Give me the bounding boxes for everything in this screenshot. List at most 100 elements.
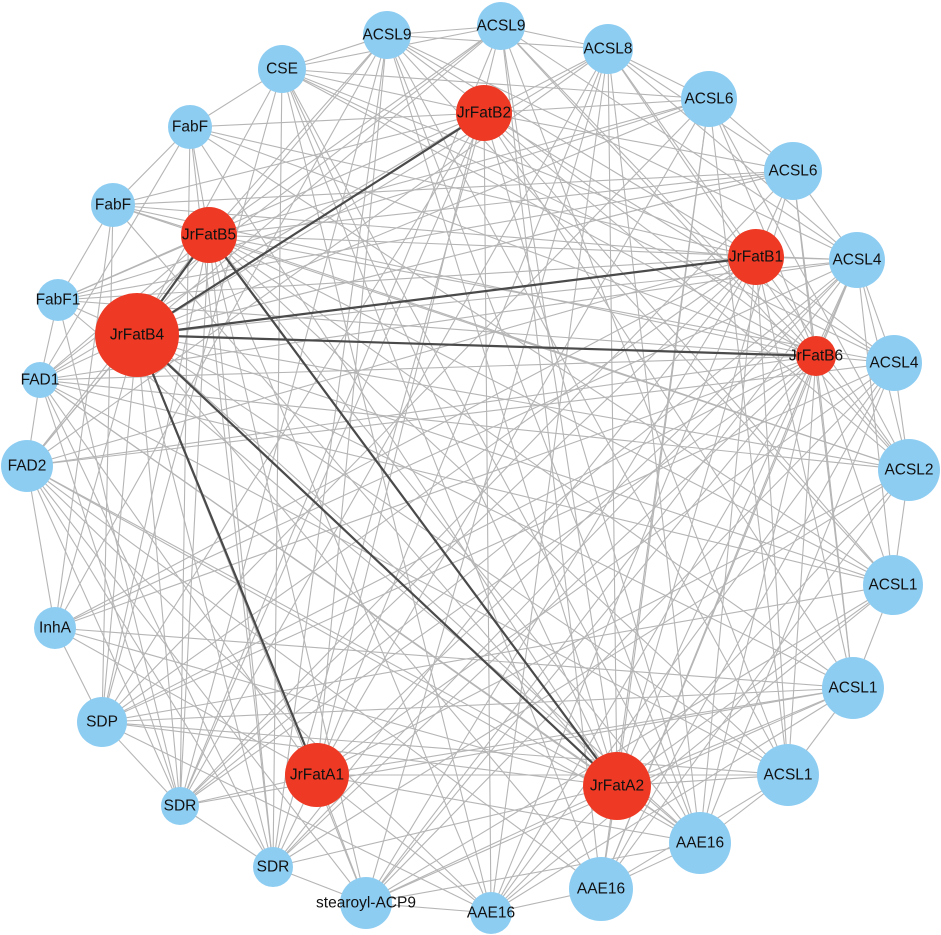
network-edge bbox=[483, 112, 894, 586]
network-edge bbox=[39, 379, 274, 868]
network-edge bbox=[57, 299, 817, 357]
node-label: ACSL8 bbox=[583, 41, 632, 58]
network-edge bbox=[101, 256, 757, 723]
node-label: AAE16 bbox=[467, 905, 515, 922]
network-edge bbox=[500, 25, 910, 471]
network-edge bbox=[208, 234, 894, 586]
network-edge bbox=[101, 687, 854, 723]
network-edge bbox=[39, 379, 894, 586]
node-circle bbox=[456, 85, 512, 141]
node-circle bbox=[477, 2, 525, 50]
network-edge bbox=[500, 25, 618, 787]
gene-node: ACSL4 bbox=[829, 232, 885, 288]
network-edge bbox=[136, 334, 274, 868]
network-edge bbox=[272, 34, 388, 868]
node-label: JrFatB4 bbox=[110, 327, 165, 344]
node-circle bbox=[77, 697, 127, 747]
node-circle bbox=[22, 362, 58, 398]
network-edge bbox=[136, 334, 894, 586]
hub-edge bbox=[136, 333, 817, 358]
node-circle bbox=[91, 183, 135, 227]
network-edge bbox=[365, 842, 701, 904]
gene-node: SDP bbox=[77, 697, 127, 747]
network-edge bbox=[179, 170, 794, 807]
network-edge bbox=[365, 362, 895, 904]
network-edge bbox=[179, 112, 485, 807]
network-edge bbox=[365, 584, 894, 904]
network-edge bbox=[101, 355, 817, 723]
network-edge bbox=[281, 68, 485, 114]
node-label: JrFatB5 bbox=[182, 227, 236, 244]
network-edge bbox=[755, 256, 789, 776]
node-circle bbox=[669, 812, 731, 874]
network-edge bbox=[792, 170, 854, 689]
node-label: JrFatA1 bbox=[290, 767, 344, 784]
network-edge bbox=[179, 25, 502, 807]
gene-node: stearoyl-ACP9 bbox=[316, 877, 416, 929]
gene-node: AAE16 bbox=[467, 892, 515, 934]
hub-node: JrFatB1 bbox=[728, 229, 784, 285]
network-edge bbox=[787, 355, 817, 776]
node-label: JrFatB6 bbox=[789, 348, 843, 365]
network-edge bbox=[708, 98, 817, 357]
network-edge bbox=[57, 256, 757, 301]
gene-node: ACSL2 bbox=[878, 439, 940, 501]
network-edge bbox=[316, 259, 858, 776]
network-edge bbox=[365, 355, 817, 904]
network-edge bbox=[136, 170, 794, 336]
node-circle bbox=[34, 607, 76, 649]
node-label: ACSL4 bbox=[869, 355, 918, 372]
network-edge bbox=[607, 48, 858, 261]
gene-node: ACSL6 bbox=[681, 71, 737, 127]
network-edge bbox=[386, 34, 858, 261]
network-edge bbox=[54, 204, 114, 629]
network-edge bbox=[179, 234, 210, 807]
network-edge bbox=[272, 785, 618, 868]
network-edge bbox=[500, 25, 789, 776]
network-edge bbox=[179, 34, 388, 807]
node-label: FabF1 bbox=[36, 292, 81, 309]
gene-node: ACSL6 bbox=[764, 142, 822, 200]
network-edge bbox=[39, 126, 191, 381]
node-circle bbox=[181, 207, 237, 263]
node-label: ACSL1 bbox=[828, 680, 877, 697]
network-edge bbox=[57, 112, 485, 301]
network-edge bbox=[281, 68, 817, 357]
network-edge bbox=[490, 355, 817, 914]
network-edge bbox=[365, 48, 609, 904]
network-edge bbox=[272, 256, 757, 868]
network-edge bbox=[54, 34, 388, 629]
network-edge bbox=[101, 721, 492, 914]
node-circle bbox=[583, 24, 633, 74]
network-edge bbox=[616, 469, 910, 787]
network-edge bbox=[26, 465, 274, 868]
network-edge bbox=[316, 362, 895, 776]
network-edge bbox=[365, 259, 858, 904]
gene-node: InhA bbox=[34, 607, 76, 649]
network-edge bbox=[26, 465, 618, 787]
network-edge bbox=[208, 234, 854, 689]
node-label: ACSL9 bbox=[362, 27, 411, 44]
node-circle bbox=[764, 142, 822, 200]
network-edge bbox=[386, 34, 618, 787]
hub-edge bbox=[136, 255, 757, 337]
network-edge bbox=[26, 355, 817, 467]
network-edge bbox=[600, 362, 895, 890]
network-edge bbox=[316, 48, 609, 776]
node-circle bbox=[878, 439, 940, 501]
network-edge bbox=[101, 721, 789, 776]
node-label: JrFatB1 bbox=[729, 249, 783, 266]
network-edge bbox=[316, 98, 710, 776]
network-edge bbox=[136, 334, 789, 776]
network-edge bbox=[26, 48, 609, 467]
hub-edge bbox=[208, 234, 618, 787]
hub-node: JrFatB6 bbox=[789, 336, 843, 376]
network-edge bbox=[490, 584, 894, 914]
network-edge bbox=[54, 627, 854, 689]
node-label: stearoyl-ACP9 bbox=[316, 895, 416, 912]
gene-node: FabF bbox=[168, 105, 212, 149]
network-edge bbox=[490, 256, 757, 914]
network-edge bbox=[281, 68, 602, 890]
network-edge bbox=[57, 170, 794, 301]
